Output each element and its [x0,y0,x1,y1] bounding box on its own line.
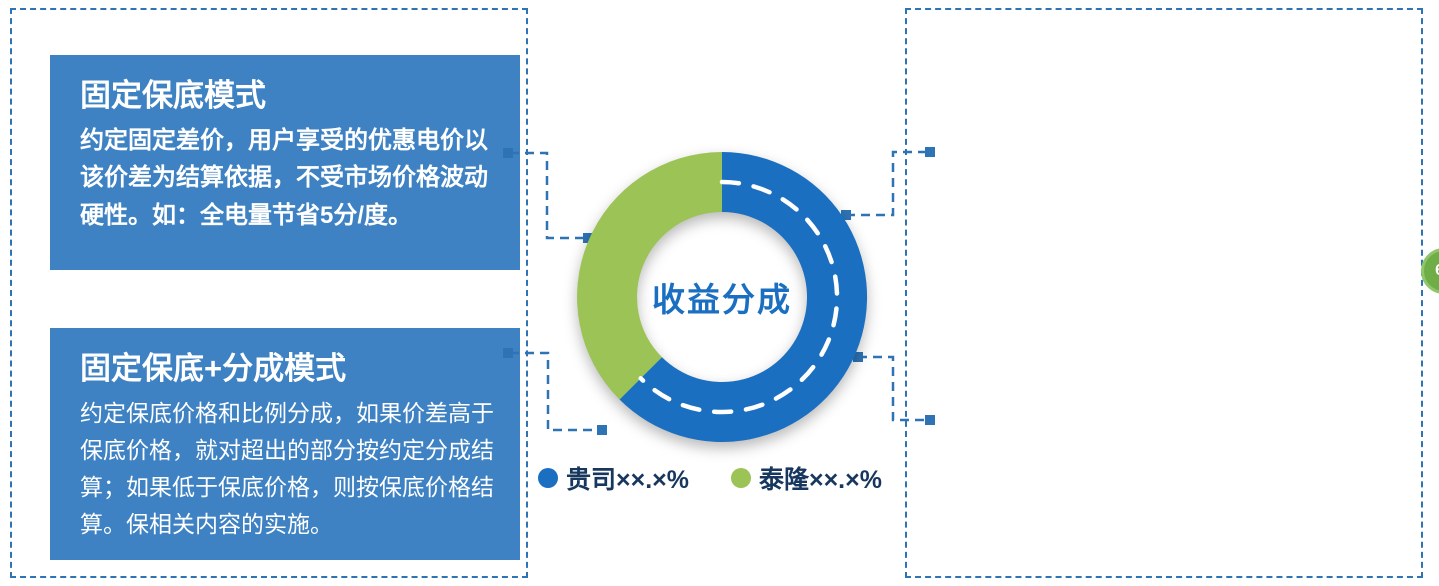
box-title-guarantee-plus-share: 固定保底+分成模式 [80,351,347,386]
legend-dot-blue-icon [538,468,558,488]
right-dashed-panel: 直接分成模式 约定分成比例，对用户获得的价差分次进行结算，受市场价格波动影响较大… [905,8,1423,578]
legend-item-tailong: 泰隆××.×% [730,460,882,496]
box-body-fixed-guarantee: 约定固定差价，用户享受的优惠电价以该价差为结算依据，不受市场价格波动硬性。如：全… [80,127,488,229]
donut-segment-company-blue [619,151,868,442]
box-body-guarantee-plus-share: 约定保底价格和比例分成，如果价差高于保底价格，就对超出的部分按约定分成结算；如果… [80,400,494,537]
donut-road-dash-line [638,179,840,415]
legend-dot-green-icon [730,468,751,488]
donut-center-label: 收益分成 [652,281,792,318]
info-box-guarantee-plus-share: 固定保底+分成模式 约定保底价格和比例分成，如果价差高于保底价格，就对超出的部分… [50,328,520,561]
chart-legend: 贵司××.×% 泰隆××.×% [538,460,882,496]
legend-item-company: 贵司××.×% [538,460,689,496]
page-number-badge: 63 [1421,248,1439,294]
left-dashed-panel: 固定保底模式 约定固定差价，用户享受的优惠电价以该价差为结算依据，不受市场价格波… [10,8,528,578]
info-box-fixed-guarantee: 固定保底模式 约定固定差价，用户享受的优惠电价以该价差为结算依据，不受市场价格波… [50,55,520,270]
donut-segment-tailong-green [577,152,722,400]
box-title-fixed-guarantee: 固定保底模式 [80,78,266,113]
donut-chart: 收益分成 [572,147,872,447]
donut-chart-svg [577,151,868,442]
legend-label-tailong: 泰隆××.×% [758,466,882,494]
legend-label-company: 贵司××.×% [566,466,689,494]
